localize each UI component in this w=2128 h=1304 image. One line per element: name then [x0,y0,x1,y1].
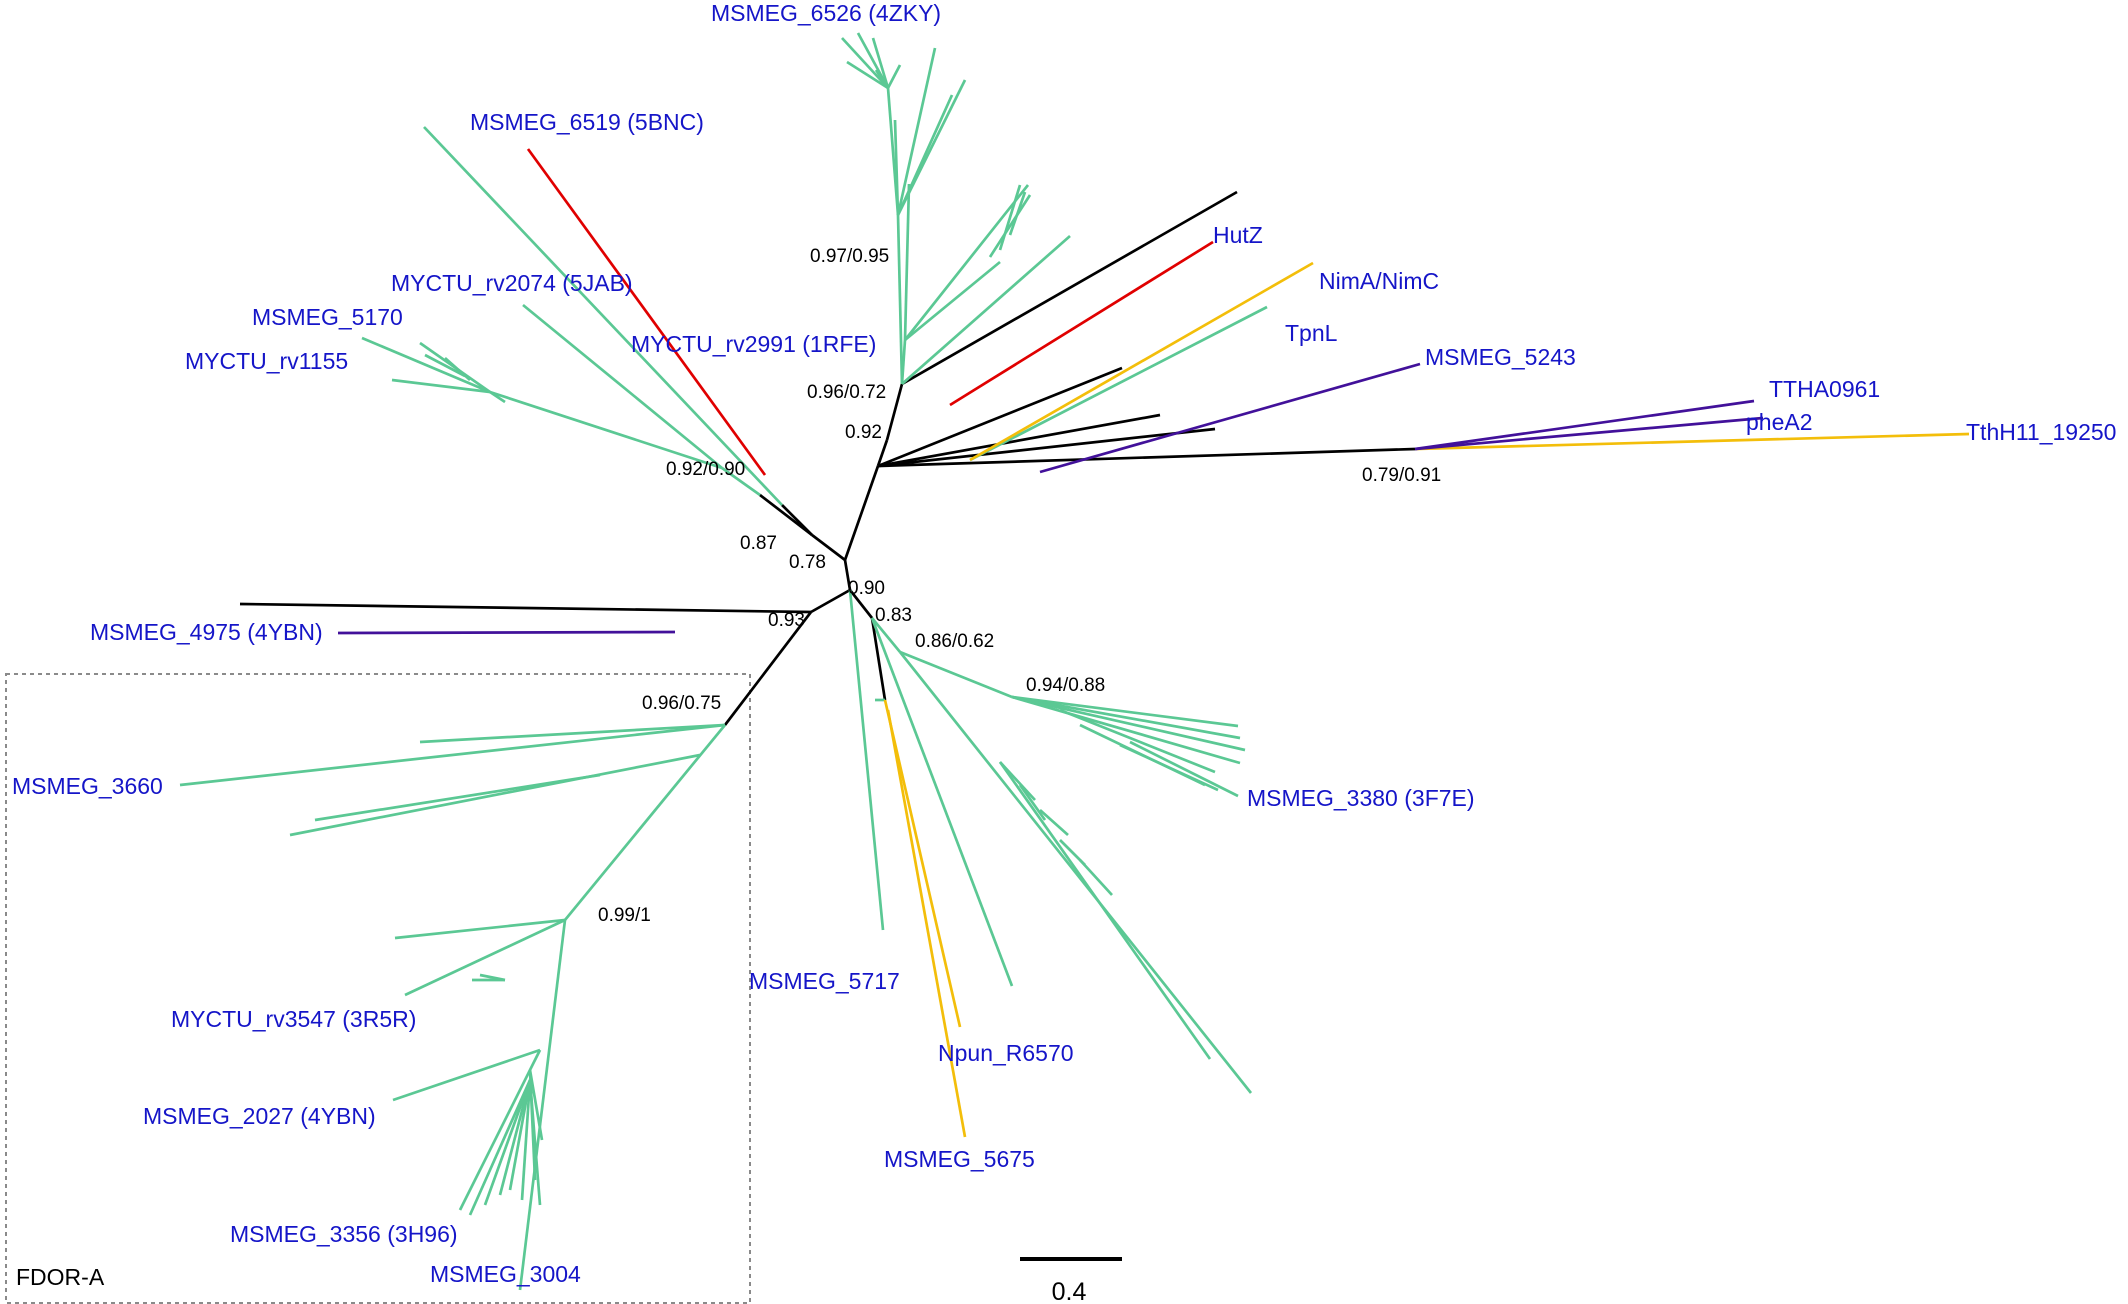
clade-box-label: FDOR-A [16,1264,105,1290]
green-branches [179,32,1268,1291]
leaf-label-msmeg-4975: MSMEG_4975 (4YBN) [90,619,323,645]
scale-bar: 0.4 [1020,1257,1122,1304]
purple-branches [337,362,1764,635]
leaf-label-msmeg-5243: MSMEG_5243 [1425,344,1576,370]
scale-bar-label: 0.4 [1052,1278,1087,1304]
support-value: 0.96/0.75 [642,693,721,714]
tree-backbone [239,190,1416,726]
leaf-label-tthh11-19250: TthH11_19250 [1966,419,2116,445]
support-value: 0.93 [768,610,805,631]
fdor-a-clade-box [5,673,751,1304]
leaf-label-msmeg-5717: MSMEG_5717 [749,968,900,994]
leaf-label-myctu-rv1155: MYCTU_rv1155 [185,348,348,374]
support-values: 0.97/0.95 0.96/0.72 0.92 0.79/0.91 0.92/… [598,246,1441,926]
support-value: 0.86/0.62 [915,631,994,652]
support-value: 0.78 [789,552,826,573]
leaf-label-msmeg-6526: MSMEG_6526 (4ZKY) [711,0,941,26]
support-value: 0.83 [875,605,912,626]
leaf-label-nima-nimc: NimA/NimC [1319,268,1439,294]
leaf-label-msmeg-3380: MSMEG_3380 (3F7E) [1247,785,1475,811]
leaf-label-msmeg-2027: MSMEG_2027 (4YBN) [143,1103,376,1129]
support-value: 0.92 [845,422,882,443]
leaf-label-hutz: HutZ [1213,222,1263,248]
leaf-label-phea2: pheA2 [1746,409,1813,435]
support-value: 0.96/0.72 [807,382,886,403]
support-value: 0.79/0.91 [1362,465,1441,486]
leaf-label-msmeg-3356: MSMEG_3356 (3H96) [230,1221,458,1247]
support-value: 0.92/0.90 [666,459,745,480]
yellow-branches [883,261,1970,1138]
leaf-label-msmeg-3004: MSMEG_3004 [430,1261,581,1287]
leaf-label-msmeg-5675: MSMEG_5675 [884,1146,1035,1172]
leaf-label-myctu-rv2074: MYCTU_rv2074 (5JAB) [391,270,633,296]
leaf-label-msmeg-3660: MSMEG_3660 [12,773,163,799]
support-value: 0.99/1 [598,905,651,926]
leaf-labels: MSMEG_6526 (4ZKY) MSMEG_6519 (5BNC) MYCT… [12,0,2116,1287]
leaf-label-myctu-rv2991: MYCTU_rv2991 (1RFE) [631,331,876,357]
leaf-label-myctu-rv3547: MYCTU_rv3547 (3R5R) [171,1006,416,1032]
support-value: 0.97/0.95 [810,246,889,267]
leaf-label-tpnl: TpnL [1285,320,1338,346]
support-value: 0.94/0.88 [1026,675,1105,696]
leaf-label-msmeg-6519: MSMEG_6519 (5BNC) [470,109,704,135]
support-value: 0.87 [740,533,777,554]
leaf-label-ttha0961: TTHA0961 [1769,376,1880,402]
support-value: 0.90 [848,578,885,599]
red-branches [526,148,1214,476]
leaf-label-msmeg-5170: MSMEG_5170 [252,304,403,330]
leaf-label-npun-r6570: Npun_R6570 [938,1040,1074,1066]
